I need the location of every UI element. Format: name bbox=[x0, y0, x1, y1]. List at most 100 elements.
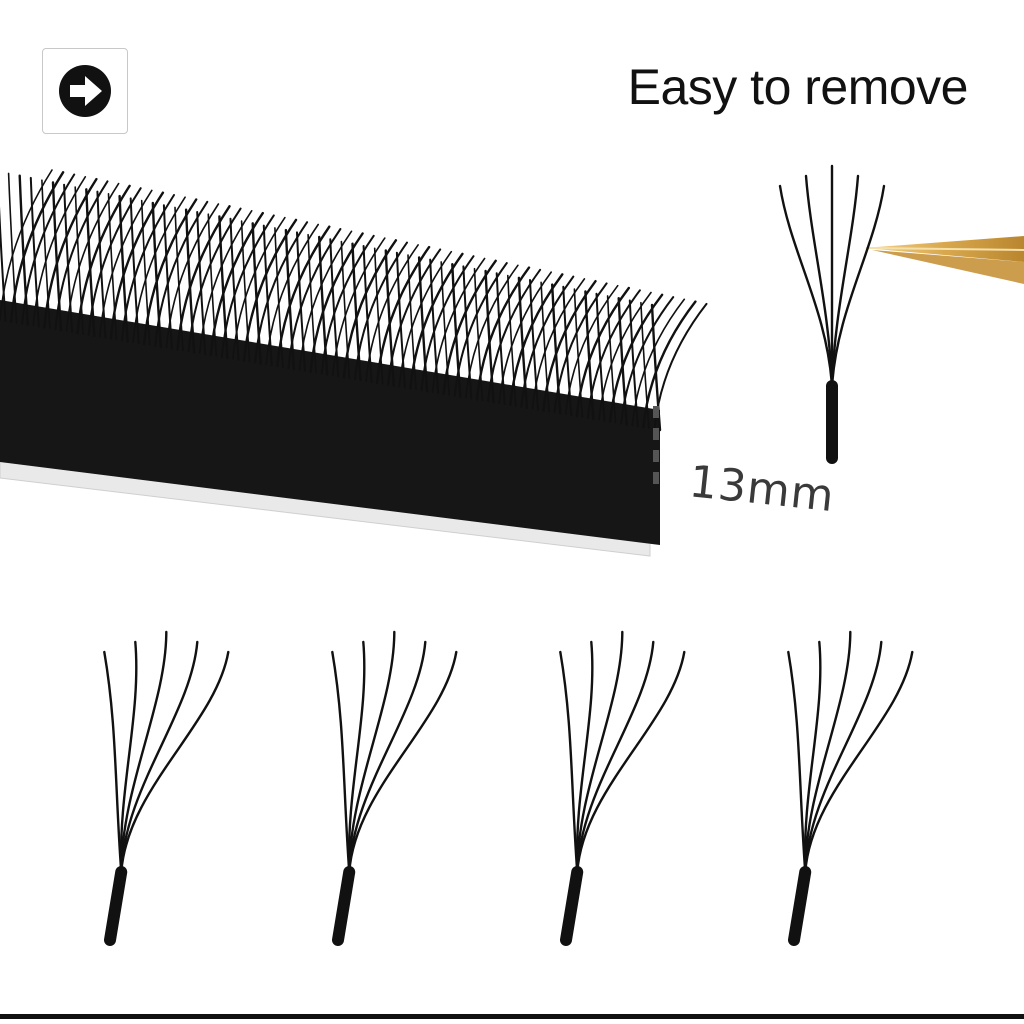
lash-strip-base bbox=[0, 300, 660, 545]
lash-fiber bbox=[606, 295, 617, 424]
length-indicator: 13mm bbox=[653, 406, 837, 522]
lash-fan-strand bbox=[576, 640, 655, 874]
lash-fiber bbox=[207, 213, 218, 357]
lash-fan-stem bbox=[104, 866, 128, 946]
lash-fan-lifted bbox=[778, 164, 886, 464]
lash-fan-strand bbox=[120, 650, 230, 874]
lash-fiber bbox=[240, 220, 251, 363]
lash-fiber bbox=[85, 188, 96, 337]
lash-fiber bbox=[318, 235, 329, 376]
lash-fiber bbox=[229, 217, 240, 361]
lash-fiber bbox=[584, 290, 595, 421]
lash-fan-strand bbox=[103, 650, 123, 874]
lash-fan-strand bbox=[120, 630, 168, 874]
lash-fiber bbox=[417, 256, 429, 393]
lash-fiber bbox=[96, 190, 107, 339]
lash-fiber bbox=[384, 249, 395, 387]
lash-fan-strand bbox=[830, 174, 860, 388]
lash-fan-strand bbox=[778, 184, 834, 388]
lash-fiber bbox=[362, 245, 373, 383]
lash-fiber bbox=[41, 179, 51, 330]
lash-fiber bbox=[162, 204, 173, 350]
lash-fiber bbox=[540, 281, 550, 413]
bottom-divider bbox=[0, 1014, 1024, 1019]
lash-fiber bbox=[473, 267, 484, 402]
lash-fiber bbox=[284, 228, 296, 371]
lash-fan-strand bbox=[119, 640, 138, 874]
lash-fiber bbox=[507, 274, 517, 407]
lash-fiber bbox=[495, 272, 506, 406]
lash-fan-strand bbox=[348, 650, 458, 874]
lash-fiber bbox=[63, 183, 74, 333]
lash-fiber bbox=[196, 211, 207, 356]
lash-fan-strand bbox=[830, 184, 886, 388]
lash-fiber bbox=[262, 224, 273, 367]
lash-fan bbox=[331, 630, 458, 946]
lash-strip bbox=[0, 169, 708, 557]
lash-fiber bbox=[218, 215, 229, 360]
lash-fiber bbox=[251, 222, 262, 365]
lash-fan-strand bbox=[803, 640, 822, 874]
lash-fiber bbox=[51, 181, 63, 332]
lash-fan-stem bbox=[332, 866, 356, 946]
lash-fiber bbox=[628, 299, 639, 428]
lash-fiber bbox=[351, 242, 362, 382]
lash-fiber bbox=[484, 269, 495, 404]
lash-fiber bbox=[18, 174, 29, 326]
lash-fan-strand bbox=[331, 650, 351, 874]
lash-fan-strand bbox=[348, 640, 427, 874]
lash-fiber bbox=[451, 263, 462, 398]
headline: Easy to remove bbox=[627, 59, 969, 115]
lash-fiber bbox=[74, 186, 84, 335]
tweezer-tip bbox=[864, 236, 1024, 284]
lash-fan-strand bbox=[559, 650, 579, 874]
lash-fiber bbox=[642, 300, 697, 429]
lash-fiber bbox=[140, 199, 151, 346]
lash-fan-strand bbox=[120, 640, 199, 874]
lash-fiber bbox=[7, 172, 18, 324]
lash-fiber bbox=[373, 247, 384, 385]
lash-fiber bbox=[118, 194, 129, 343]
lash-fan-strand bbox=[576, 650, 686, 874]
lash-fiber bbox=[29, 176, 40, 328]
lash-strip-fibers bbox=[0, 169, 708, 432]
lash-fan bbox=[103, 630, 230, 946]
lash-fan-strand bbox=[575, 640, 594, 874]
lash-fiber bbox=[0, 206, 7, 322]
lash-fan-strand bbox=[787, 650, 807, 874]
lash-fan-strand bbox=[576, 630, 624, 874]
arrow-right-circle-icon bbox=[59, 65, 111, 117]
lash-fiber bbox=[340, 240, 351, 379]
lash-fan bbox=[559, 630, 686, 946]
lash-fiber bbox=[329, 238, 340, 378]
lash-fiber bbox=[129, 197, 140, 345]
lash-fiber bbox=[395, 251, 406, 389]
lash-fan-strand bbox=[348, 630, 396, 874]
next-button[interactable] bbox=[42, 48, 128, 134]
lash-fan-strand bbox=[804, 650, 914, 874]
lash-fiber bbox=[595, 292, 606, 422]
lash-fiber bbox=[529, 279, 539, 411]
lash-fiber bbox=[573, 288, 584, 418]
lash-fiber bbox=[440, 261, 450, 396]
lash-fiber bbox=[274, 227, 284, 368]
lash-fan bbox=[787, 630, 914, 946]
lash-fiber bbox=[617, 297, 628, 426]
lash-fiber bbox=[462, 265, 473, 400]
lash-fiber bbox=[296, 231, 306, 372]
lash-fan-strand bbox=[804, 640, 883, 874]
lash-fan-strand bbox=[804, 630, 852, 874]
lash-fiber bbox=[551, 283, 562, 415]
lash-fiber bbox=[407, 254, 417, 391]
lash-fiber bbox=[517, 276, 529, 409]
lash-fan-stem bbox=[560, 866, 584, 946]
lash-fan-stem bbox=[788, 866, 812, 946]
lash-fan-strand bbox=[804, 174, 834, 388]
lash-fiber bbox=[620, 296, 675, 425]
lash-fiber bbox=[631, 298, 686, 427]
lash-fiber bbox=[429, 258, 440, 394]
lash-fiber bbox=[151, 201, 162, 348]
lash-fiber bbox=[640, 301, 650, 429]
lash-fiber bbox=[307, 233, 317, 374]
